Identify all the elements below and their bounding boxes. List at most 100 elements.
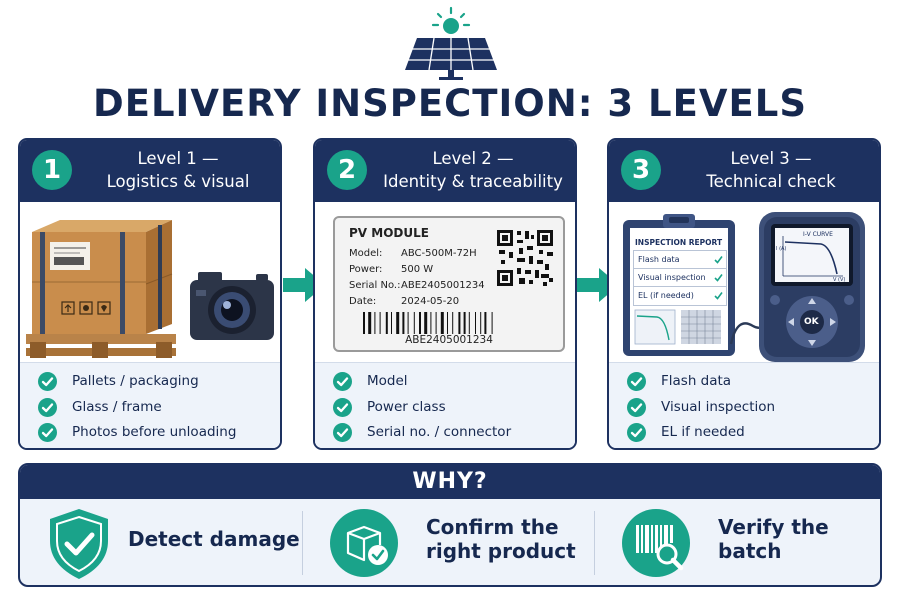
why-text-line2: batch xyxy=(718,539,782,563)
qr-code-icon xyxy=(495,228,555,288)
barcode-bar xyxy=(452,312,454,334)
why-text: Detect damage xyxy=(128,527,300,551)
list-item: Power class xyxy=(315,395,575,421)
label-value: ABE2405001234 xyxy=(401,280,485,291)
why-panel: WHY? Detect damage Confirm the right pro… xyxy=(18,463,882,587)
barcode-bar xyxy=(430,312,432,334)
check-icon xyxy=(333,372,352,391)
level-3-title-line1: Level 3 — xyxy=(730,149,812,168)
report-row: Visual inspection xyxy=(638,273,706,282)
check-icon xyxy=(627,423,646,442)
barcode-bar xyxy=(475,312,476,334)
list-item: Pallets / packaging xyxy=(20,369,280,395)
check-label: Model xyxy=(367,373,408,389)
barcode-bar xyxy=(391,312,392,334)
divider xyxy=(594,511,595,575)
barcode-bar xyxy=(413,312,415,334)
barcode-bar xyxy=(458,312,461,334)
box-check-icon xyxy=(330,509,398,577)
level-2-illustration: PV MODULE Model: ABC-500M-72H Power: 500… xyxy=(315,202,575,370)
check-icon xyxy=(714,256,723,264)
pallet-icon xyxy=(26,334,176,358)
label-key: Serial No.: xyxy=(349,280,401,291)
barcode-bar xyxy=(484,312,487,334)
check-label: Pallets / packaging xyxy=(72,373,199,389)
level-2-checklist: Model Power class Serial no. / connector xyxy=(315,362,575,448)
clipboard-report: INSPECTION REPORT Flash data Visual insp… xyxy=(623,214,735,356)
why-text: Verify the batch xyxy=(718,515,829,563)
barcode-bar xyxy=(368,312,372,334)
level-2-card: 2 Level 2 — Identity & traceability PV M… xyxy=(313,138,577,450)
level-3-card: 3 Level 3 — Technical check xyxy=(607,138,881,450)
list-item: Model xyxy=(315,369,575,395)
iv-tester-icon xyxy=(759,212,865,362)
check-icon xyxy=(333,423,352,442)
list-item: EL if needed xyxy=(609,420,879,446)
barcode-bar xyxy=(385,312,388,334)
list-item: Flash data xyxy=(609,369,879,395)
why-text-line1: Confirm the xyxy=(426,515,559,539)
check-icon xyxy=(38,372,57,391)
check-icon xyxy=(714,274,723,282)
why-text-line1: Detect damage xyxy=(128,527,300,551)
check-icon xyxy=(627,397,646,417)
barcode-bar xyxy=(447,312,448,334)
why-heading: WHY? xyxy=(20,465,880,499)
divider xyxy=(302,511,303,575)
barcode-bar xyxy=(440,312,444,334)
check-label: Photos before unloading xyxy=(72,424,237,440)
barcode-bar xyxy=(480,312,482,334)
camera-icon xyxy=(190,272,274,340)
barcode-bar xyxy=(491,312,493,334)
barcode-bar xyxy=(379,312,381,334)
level-1-title-line2: Logistics & visual xyxy=(106,172,250,191)
level-1-checklist: Pallets / packaging Glass / frame Photos… xyxy=(20,362,280,448)
barcode-bar xyxy=(407,312,409,334)
barcode-bar xyxy=(435,312,437,334)
barcode-bar xyxy=(424,312,428,334)
iv-curve-tester-device: I-V CURVE I (A) V (V) OK xyxy=(759,212,865,362)
label-key: Power: xyxy=(349,264,383,275)
level-3-title: Level 3 — Technical check xyxy=(669,147,873,193)
label-value: 500 W xyxy=(401,264,434,275)
check-icon xyxy=(714,292,723,300)
list-item: Serial no. / connector xyxy=(315,420,575,446)
why-text: Confirm the right product xyxy=(426,515,576,563)
clipboard-icon xyxy=(623,214,735,356)
ok-button-label: OK xyxy=(804,317,819,327)
label-key: Date: xyxy=(349,296,377,307)
label-value: ABC-500M-72H xyxy=(401,248,477,259)
list-item: Glass / frame xyxy=(20,395,280,421)
report-row: Flash data xyxy=(638,255,680,264)
check-label: Glass / frame xyxy=(72,398,162,415)
list-item: Photos before unloading xyxy=(20,420,280,446)
level-1-title: Level 1 — Logistics & visual xyxy=(80,147,276,193)
level-3-checklist: Flash data Visual inspection EL if neede… xyxy=(609,362,879,448)
level-2-number: 2 xyxy=(327,150,367,190)
level-2-title-line1: Level 2 — xyxy=(432,149,514,168)
label-value: 2024-05-20 xyxy=(401,296,460,307)
barcode-bar xyxy=(468,312,470,334)
check-label: EL if needed xyxy=(661,424,745,440)
x-axis-label: V (V) xyxy=(833,277,846,283)
barcode-bar xyxy=(419,312,421,334)
barcode-magnifier-icon xyxy=(622,509,690,577)
barcode-icon xyxy=(363,312,493,334)
why-item-detect-damage: Detect damage xyxy=(42,505,302,583)
level-2-header: 2 Level 2 — Identity & traceability xyxy=(315,140,575,202)
solar-panel-logo-icon xyxy=(405,6,497,80)
check-label: Visual inspection xyxy=(661,398,776,415)
level-3-number: 3 xyxy=(621,150,661,190)
check-icon xyxy=(38,423,57,442)
list-item: Visual inspection xyxy=(609,395,879,421)
why-item-confirm-product: Confirm the right product xyxy=(324,505,594,583)
why-text-line1: Verify the xyxy=(718,515,829,539)
level-1-header: 1 Level 1 — Logistics & visual xyxy=(20,140,280,202)
why-item-verify-batch: Verify the batch xyxy=(616,505,876,583)
check-label: Serial no. / connector xyxy=(367,424,512,440)
check-label: Flash data xyxy=(661,373,732,389)
level-2-title: Level 2 — Identity & traceability xyxy=(375,147,571,193)
check-label: Power class xyxy=(367,398,446,415)
label-heading: PV MODULE xyxy=(349,226,429,240)
screen-title: I-V CURVE xyxy=(803,231,833,238)
